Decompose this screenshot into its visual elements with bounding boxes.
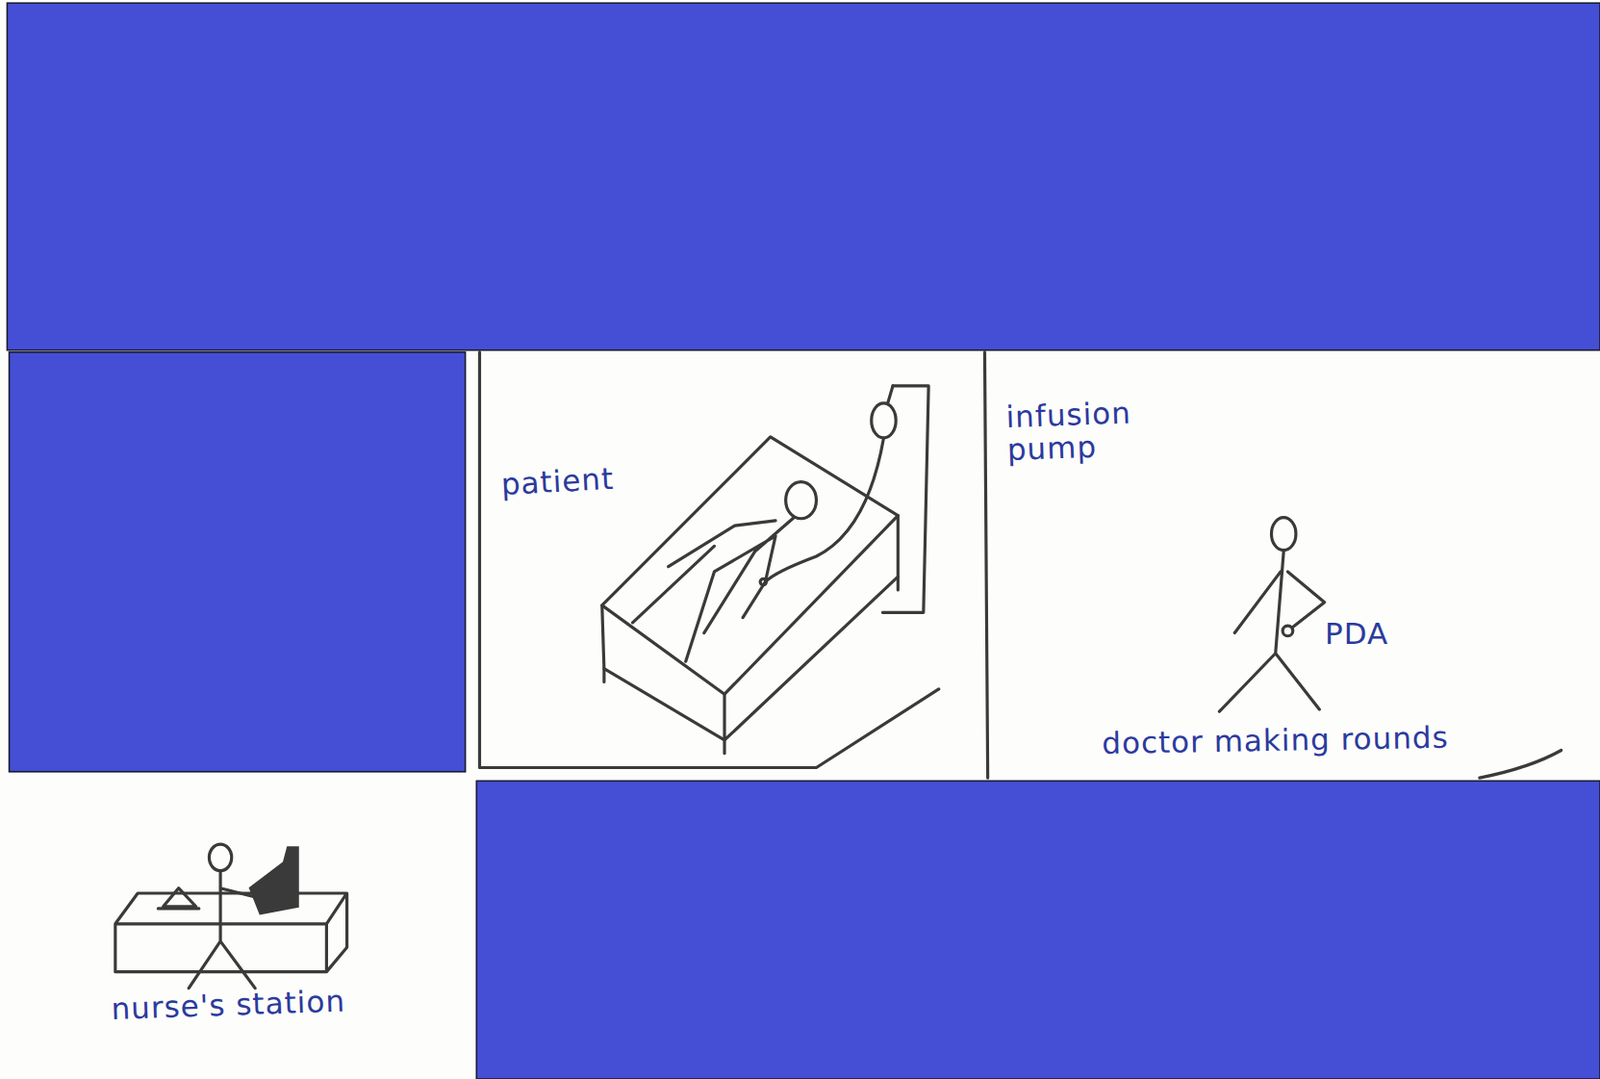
doctor-body	[1219, 551, 1324, 712]
iv-hook	[888, 385, 893, 404]
desk	[115, 892, 348, 972]
iv-line	[764, 437, 884, 583]
handwritten-label: nurse's station	[110, 984, 347, 1026]
handwritten-label: infusion pump	[1005, 394, 1161, 466]
iv-bag	[871, 403, 896, 438]
redaction-block	[9, 352, 466, 772]
redaction-block	[6, 2, 1600, 351]
redaction-block	[476, 780, 1600, 1079]
phone	[157, 888, 199, 909]
handwritten-label: doctor making rounds	[1101, 720, 1449, 760]
panel-frame	[479, 352, 939, 768]
bed-side	[602, 515, 899, 740]
iv-pump	[760, 578, 766, 585]
panel-divider	[984, 352, 988, 778]
handwritten-label: PDA	[1324, 616, 1389, 650]
iv-pole	[882, 385, 929, 612]
pda-device	[1282, 625, 1294, 636]
nurse-head	[208, 843, 231, 871]
bed-top	[602, 436, 899, 694]
panel-curve	[1479, 750, 1562, 779]
doctor-head	[1270, 517, 1296, 551]
computer	[250, 846, 299, 914]
patient-body	[685, 517, 794, 662]
patient-head	[786, 482, 817, 519]
handwritten-label: patient	[500, 461, 615, 501]
